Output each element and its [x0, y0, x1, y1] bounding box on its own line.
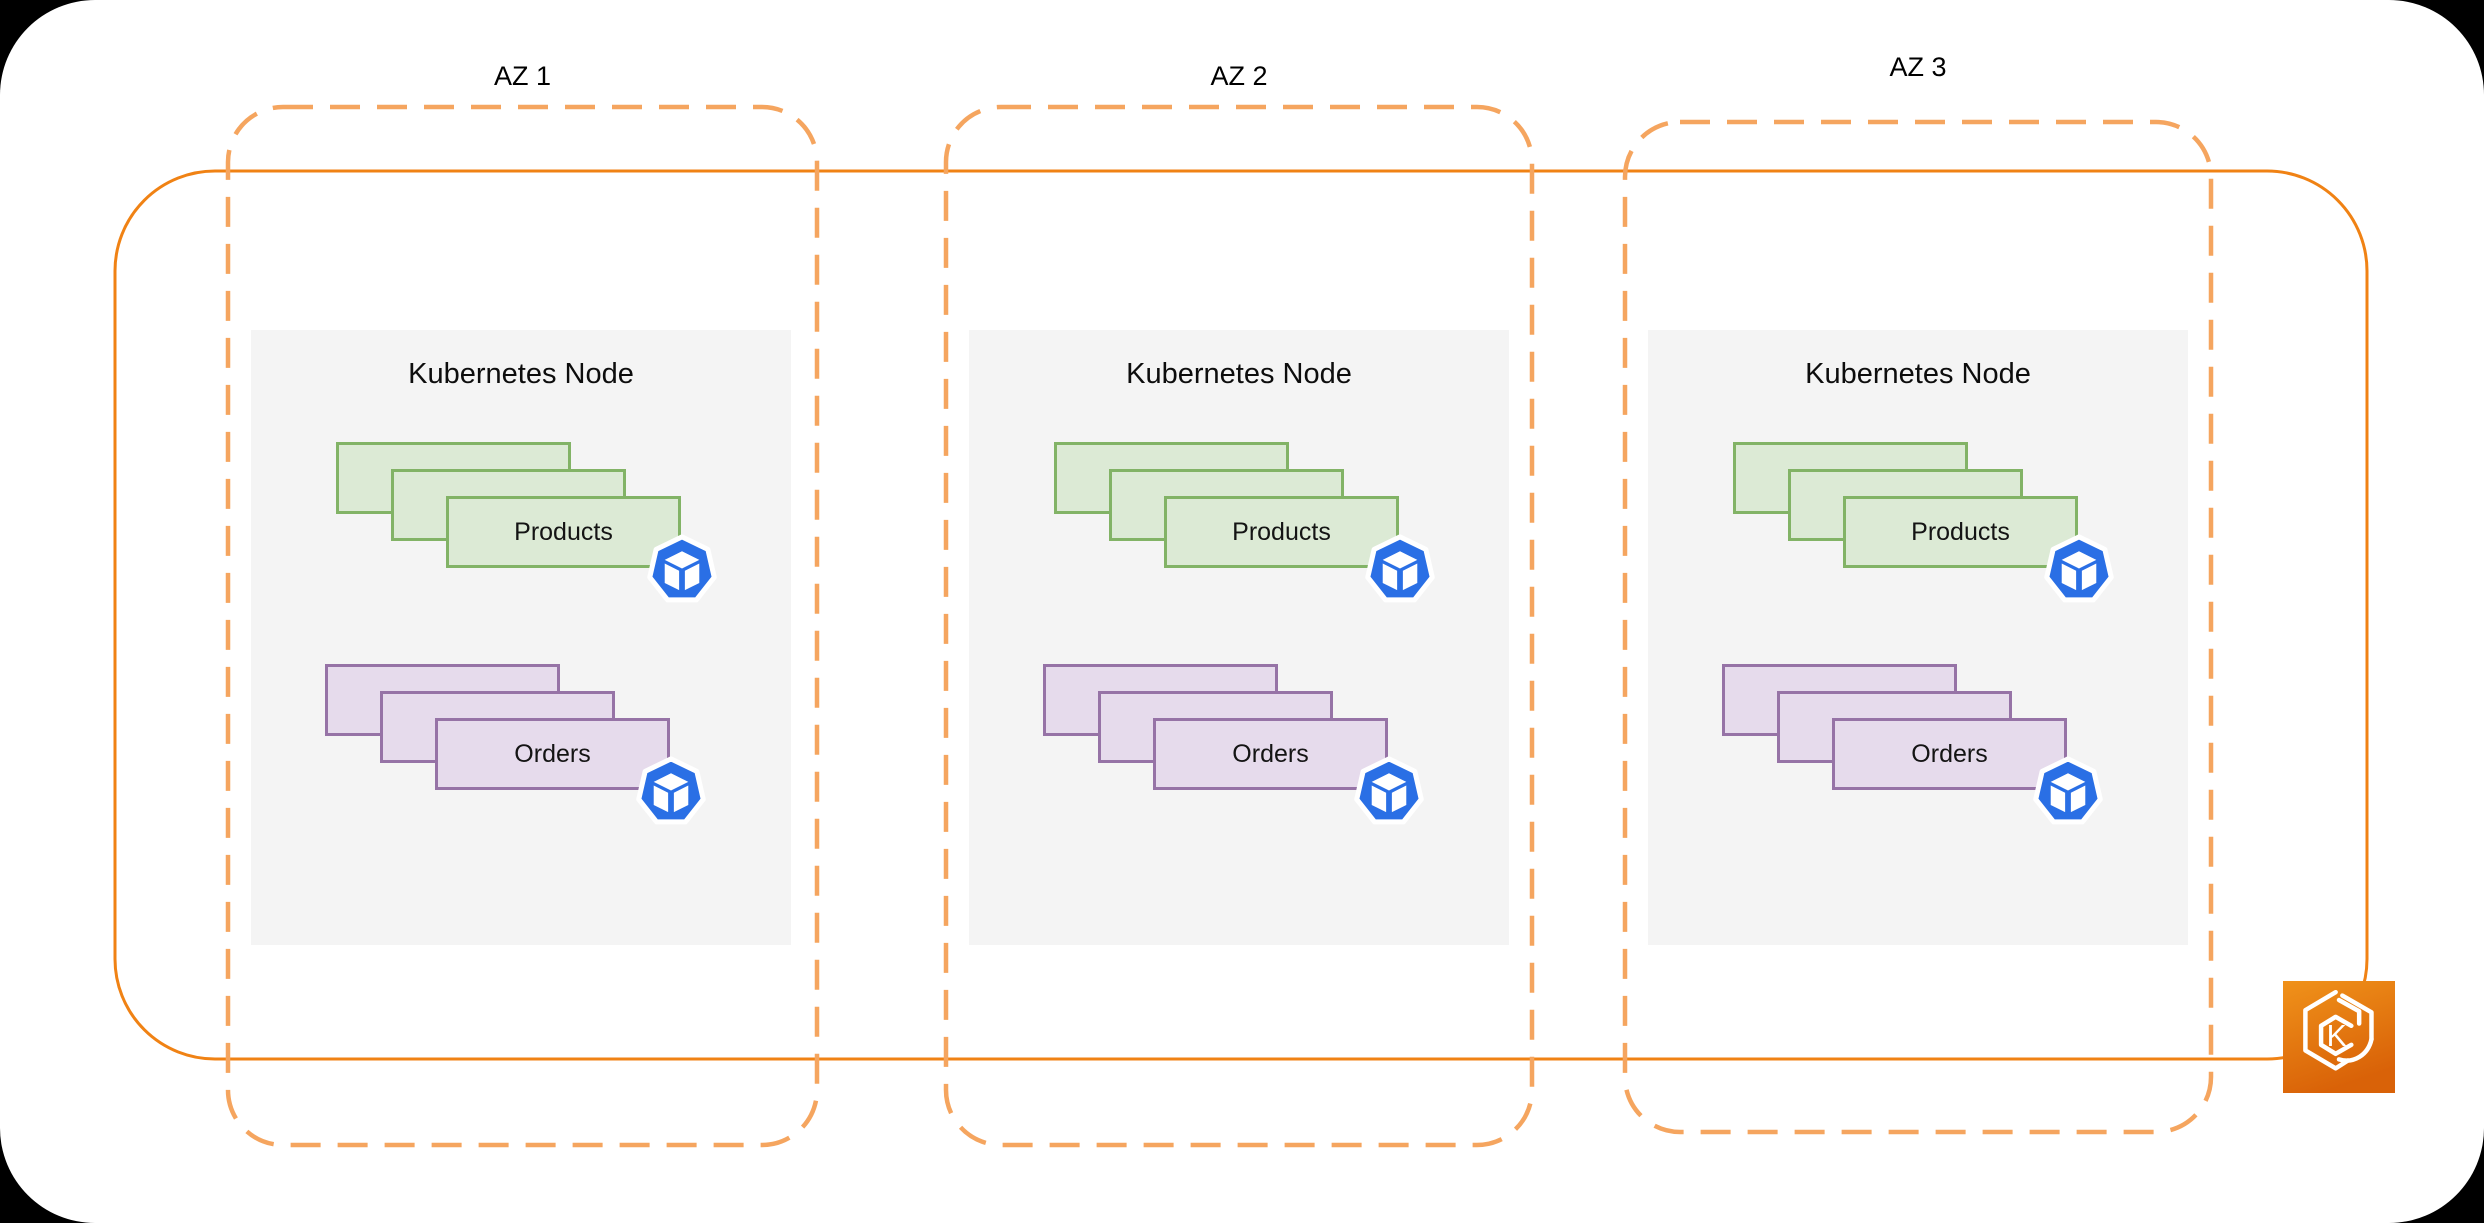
- pod-front: Orders: [1832, 718, 2067, 790]
- availability-zone-2: AZ 2 Kubernetes Node Products Orders: [943, 61, 1535, 1148]
- pod-front: Products: [1843, 496, 2078, 568]
- pod-front: Products: [1164, 496, 1399, 568]
- az-label: AZ 1: [493, 61, 552, 91]
- orders-pod-stack: Orders: [1043, 664, 1388, 790]
- workload-label: Orders: [1232, 739, 1309, 768]
- products-pod-stack: Products: [336, 442, 681, 568]
- workload-label: Products: [514, 517, 613, 546]
- orders-pod-stack: Orders: [1722, 664, 2067, 790]
- eks-icon-letter: K: [2327, 1020, 2347, 1053]
- pod-icon: [2032, 756, 2104, 828]
- az2-dashed-border: [943, 104, 1535, 1148]
- kubernetes-node: Kubernetes Node Products Orders: [1648, 330, 2188, 945]
- pod-front: Products: [446, 496, 681, 568]
- node-title: Kubernetes Node: [408, 358, 634, 390]
- pod-icon: [2043, 534, 2115, 606]
- node-title: Kubernetes Node: [1126, 358, 1352, 390]
- orders-pod-stack: Orders: [325, 664, 670, 790]
- az-label: AZ 2: [1210, 61, 1268, 91]
- workload-label: Products: [1911, 517, 2010, 546]
- pod-icon: [1364, 534, 1436, 606]
- pod-front: Orders: [435, 718, 670, 790]
- pod-icon: [646, 534, 718, 606]
- pod-icon: [1353, 756, 1425, 828]
- pod-front: Orders: [1153, 718, 1388, 790]
- az-label: AZ 3: [1889, 52, 1947, 82]
- products-pod-stack: Products: [1054, 442, 1399, 568]
- workload-label: Orders: [1911, 739, 1988, 768]
- kubernetes-node: Kubernetes Node Products Orders: [969, 330, 1509, 945]
- node-title: Kubernetes Node: [1805, 358, 2031, 390]
- pod-icon: [635, 756, 707, 828]
- availability-zone-3: AZ 3 Kubernetes Node Products Orders: [1622, 52, 2214, 1135]
- eks-hexagon-glyph: [2303, 989, 2374, 1071]
- cluster-border-line: [113, 169, 2369, 1061]
- eks-icon: K: [2283, 981, 2395, 1093]
- kubernetes-node: Kubernetes Node Products Orders: [251, 330, 791, 945]
- availability-zone-1: AZ 1 Kubernetes Node Products Orders: [225, 61, 820, 1148]
- az3-dashed-border: [1622, 119, 2214, 1135]
- workload-label: Products: [1232, 517, 1331, 546]
- az1-dashed-border: [225, 104, 820, 1148]
- workload-label: Orders: [514, 739, 591, 768]
- products-pod-stack: Products: [1733, 442, 2078, 568]
